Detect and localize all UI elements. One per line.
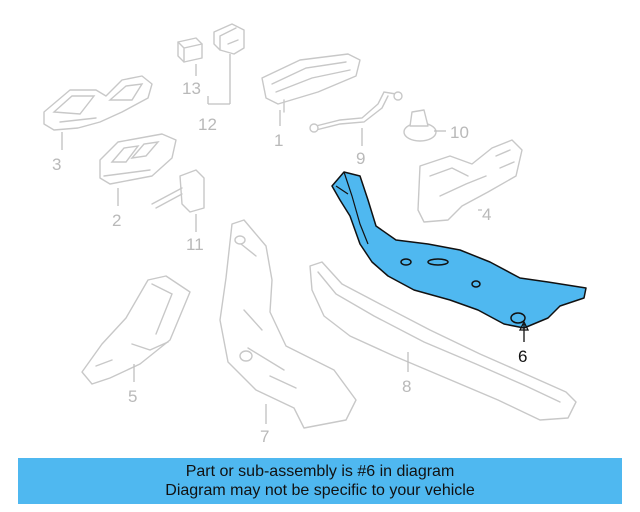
callout-8: 8 — [402, 377, 411, 396]
callout-2: 2 — [112, 211, 121, 230]
leader-12-13 — [195, 54, 231, 105]
callout-1: 1 — [274, 131, 283, 150]
info-banner: Part or sub-assembly is #6 in diagram Di… — [18, 458, 622, 504]
part-10-grommet — [403, 109, 437, 142]
callout-12: 12 — [198, 115, 217, 134]
part-6-highlighted-duct[interactable] — [331, 171, 587, 329]
part-1-duct — [261, 53, 361, 113]
callout-13: 13 — [182, 79, 201, 98]
leader-6-arrow — [518, 320, 530, 331]
part-3-vent — [43, 75, 153, 131]
callout-6: 6 — [518, 347, 527, 366]
callout-5: 5 — [128, 387, 137, 406]
part-8-floor-duct — [309, 261, 577, 421]
callout-9: 9 — [356, 149, 365, 168]
part-5-side-duct — [81, 275, 191, 385]
callout-11: 11 — [186, 235, 204, 254]
callout-7: 7 — [260, 427, 269, 446]
part-13-clip — [177, 37, 203, 63]
part-4-bracket — [417, 139, 523, 223]
part-9-hose — [309, 91, 403, 133]
banner-line-1: Part or sub-assembly is #6 in diagram — [185, 463, 455, 480]
part-2-vent — [99, 133, 177, 185]
part-11-actuator — [151, 169, 205, 213]
callout-4: 4 — [482, 205, 491, 224]
banner-line-2: Diagram may not be specific to your vehi… — [165, 482, 475, 499]
callout-3: 3 — [52, 155, 61, 174]
part-12-bracket — [213, 23, 245, 55]
part-7-vertical-duct — [219, 219, 357, 429]
callout-10: 10 — [450, 123, 469, 142]
